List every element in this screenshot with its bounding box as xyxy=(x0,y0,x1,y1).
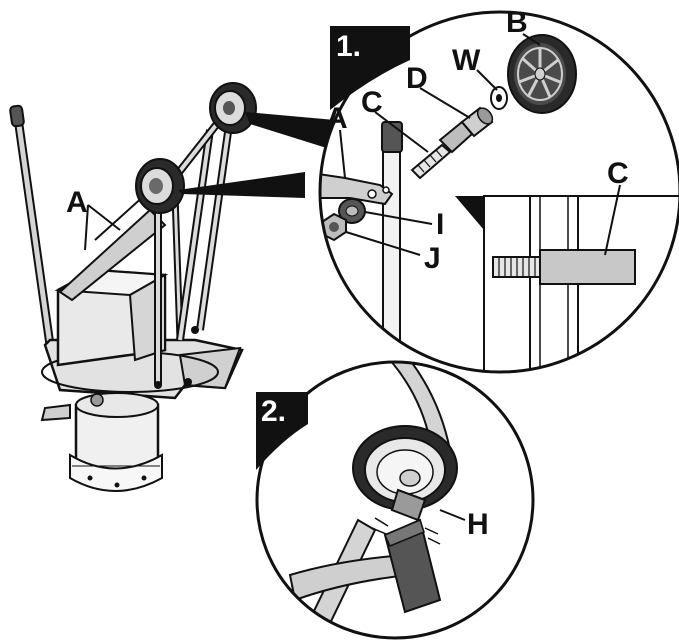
handle-bar xyxy=(9,104,55,350)
main-leaders xyxy=(84,204,121,251)
detail1-leaders xyxy=(339,33,621,256)
nut-i xyxy=(338,198,366,224)
motor-housing xyxy=(40,392,163,492)
label-h-cap: H xyxy=(467,508,489,541)
step-2-label: 2. xyxy=(261,395,286,428)
wheel-b xyxy=(507,34,577,114)
label-i-nut: I xyxy=(436,208,444,241)
inset-thread xyxy=(492,256,541,278)
label-j-nut: J xyxy=(424,242,441,275)
detail-view-2: 2. xyxy=(255,360,535,640)
label-d-spacer: D xyxy=(406,62,428,95)
label-w-washer: W xyxy=(452,44,481,77)
spacer-d xyxy=(460,106,494,138)
label-a-frame: A xyxy=(66,186,88,219)
label-b-wheel: B xyxy=(506,6,528,39)
callout-beams xyxy=(178,112,335,198)
label-c-bolt: C xyxy=(361,86,383,119)
detail-view-1: 1. xyxy=(318,10,679,374)
washer-w xyxy=(490,86,508,110)
lower-wheel xyxy=(135,158,185,214)
upper-wheel xyxy=(209,82,257,134)
impact-lines xyxy=(371,517,441,545)
step-1-label: 1. xyxy=(336,30,361,63)
machine-illustration xyxy=(9,82,257,492)
arm-a xyxy=(320,170,394,206)
label-c-inset: C xyxy=(607,157,629,190)
hammer-icon xyxy=(288,518,442,614)
label-a-arm: A xyxy=(326,102,348,135)
wheel-h-assembly xyxy=(352,425,458,511)
